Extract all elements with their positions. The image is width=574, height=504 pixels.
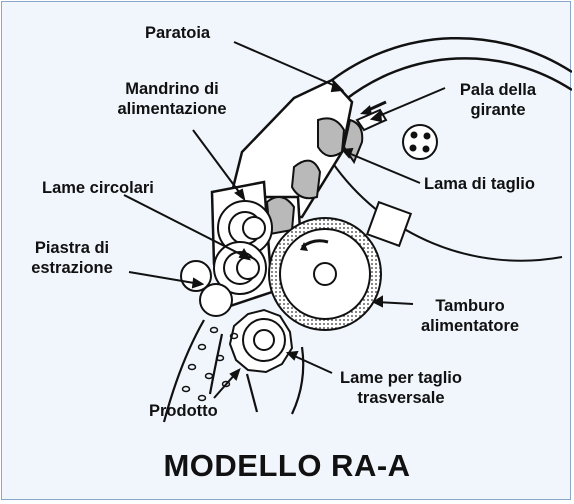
label-pala-line1: Pala della [438, 80, 558, 100]
feed-drum [269, 218, 381, 330]
label-lame-circolari: Lame circolari [42, 178, 154, 198]
impeller-housing [332, 38, 572, 261]
cross-cut-blades [230, 310, 292, 372]
label-mandrino-line1: Mandrino di [102, 79, 242, 99]
label-tamburo: Tamburo alimentatore [394, 296, 546, 336]
label-mandrino: Mandrino di alimentazione [102, 79, 242, 119]
label-lame-trasversale: Lame per taglio trasversale [326, 368, 476, 408]
label-piastra-line1: Piastra di [16, 238, 128, 258]
label-pala-line2: girante [438, 100, 558, 120]
label-paratoia: Paratoia [145, 23, 210, 43]
label-tamburo-line1: Tamburo [394, 296, 546, 316]
model-title: MODELLO RA-A [2, 448, 572, 484]
label-pala: Pala della girante [438, 80, 558, 120]
label-piastra-line2: estrazione [16, 258, 128, 278]
impeller-hub [403, 125, 437, 159]
label-lame-trasversale-line2: trasversale [326, 388, 476, 408]
label-lama-taglio: Lama di taglio [424, 174, 535, 194]
label-lame-trasversale-line1: Lame per taglio [326, 368, 476, 388]
label-prodotto: Prodotto [149, 401, 218, 421]
label-mandrino-line2: alimentazione [102, 99, 242, 119]
label-tamburo-line2: alimentatore [394, 316, 546, 336]
label-piastra: Piastra di estrazione [16, 238, 128, 278]
